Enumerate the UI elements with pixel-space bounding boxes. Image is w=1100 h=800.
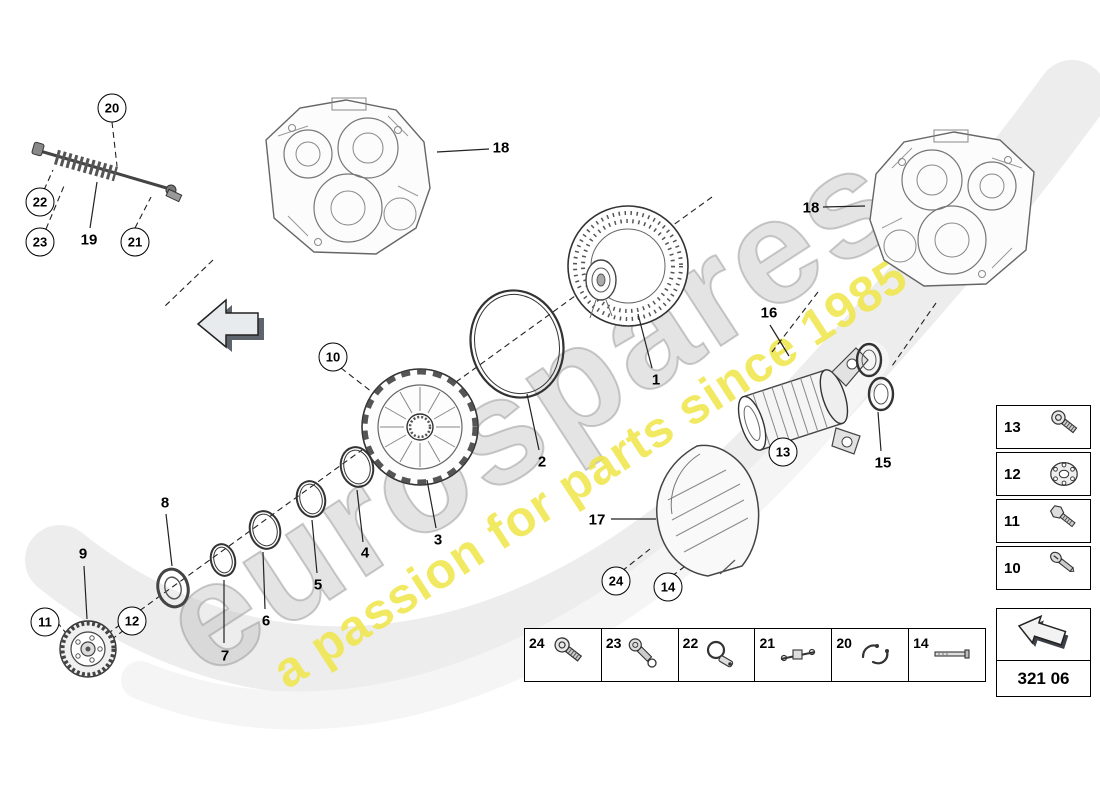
part-thumb-12[interactable]: 12 — [996, 452, 1091, 496]
hex-bolt-icon — [1045, 504, 1083, 538]
part-label-6: 6 — [261, 612, 271, 630]
cover-plate-drawing — [656, 444, 760, 577]
seal-rings-drawing — [855, 342, 895, 412]
legend-item-23[interactable]: 23 — [602, 629, 679, 681]
pressure-plate-drawing — [361, 368, 479, 486]
part-label-5: 5 — [313, 576, 323, 594]
legend-item-24-number: 24 — [529, 635, 545, 651]
diagram-code-box: 321 06 — [996, 660, 1091, 697]
socket-bolt-icon — [1045, 410, 1083, 444]
callout-24: 24 — [601, 566, 631, 596]
linkage-rod-icon — [778, 636, 818, 674]
legend-item-20-number: 20 — [836, 635, 852, 651]
part-thumb-11-number: 11 — [1004, 512, 1020, 530]
part-label-3: 3 — [433, 531, 443, 549]
flange-icon — [1045, 457, 1083, 491]
fasteners-legend: 24 23 22 21 20 14 — [524, 628, 986, 682]
ring-5-drawing — [295, 480, 327, 518]
seal-8-drawing — [156, 567, 190, 609]
bolt-ring-icon — [624, 636, 664, 674]
part-thumb-13-number: 13 — [1004, 418, 1021, 436]
callout-14: 14 — [653, 572, 683, 602]
callout-22: 22 — [25, 187, 55, 217]
gearbox-right-drawing — [869, 129, 1035, 287]
tie-rod-drawing — [31, 141, 183, 203]
callout-13: 13 — [768, 437, 798, 467]
callout-21: 21 — [120, 227, 150, 257]
clamp-icon — [701, 636, 741, 674]
spring-clip-icon — [855, 636, 895, 674]
part-label-19: 19 — [80, 231, 98, 249]
nav-arrow-icon — [1011, 613, 1077, 657]
part-thumb-10-number: 10 — [1004, 559, 1021, 577]
pulley-drawing — [59, 620, 117, 678]
part-label-8: 8 — [160, 494, 170, 512]
legend-item-23-number: 23 — [605, 635, 622, 651]
long-bolt-icon — [932, 636, 972, 674]
part-thumb-11[interactable]: 11 — [996, 499, 1091, 543]
release-sleeve-drawing — [737, 347, 869, 455]
clutch-drum-drawing — [567, 205, 689, 327]
part-label-18-left: 18 — [492, 139, 510, 157]
callout-11: 11 — [30, 607, 60, 637]
nav-arrow-box[interactable] — [996, 608, 1091, 661]
legend-item-21-number: 21 — [759, 635, 776, 651]
part-label-9: 9 — [78, 545, 88, 563]
o-ring-drawing — [469, 289, 565, 399]
legend-item-14[interactable]: 14 — [909, 629, 985, 681]
legend-item-22-number: 22 — [682, 635, 699, 651]
part-thumb-13[interactable]: 13 — [996, 405, 1091, 449]
part-label-1: 1 — [651, 371, 661, 389]
part-label-2: 2 — [537, 453, 547, 471]
part-label-4: 4 — [360, 544, 370, 562]
gearbox-left-drawing — [265, 97, 431, 255]
part-thumb-12-number: 12 — [1004, 465, 1021, 483]
legend-item-21[interactable]: 21 — [755, 629, 833, 681]
direction-arrow-icon — [196, 298, 264, 352]
legend-item-22[interactable]: 22 — [679, 629, 756, 681]
part-label-17: 17 — [588, 511, 606, 529]
diagram-code: 321 06 — [1017, 668, 1070, 688]
ring-7-drawing — [209, 543, 237, 577]
legend-item-24[interactable]: 24 — [525, 629, 602, 681]
part-label-15: 15 — [874, 454, 892, 472]
part-label-16: 16 — [760, 304, 778, 322]
callout-12: 12 — [117, 606, 147, 636]
part-label-18-right: 18 — [802, 199, 820, 217]
screw-icon — [1045, 551, 1083, 585]
solid-leader-lines — [83, 148, 882, 643]
ring-4-drawing — [339, 446, 375, 488]
part-label-7: 7 — [220, 647, 230, 665]
legend-item-14-number: 14 — [913, 635, 929, 651]
callout-23: 23 — [25, 227, 55, 257]
callout-10: 10 — [318, 342, 348, 372]
part-thumb-10[interactable]: 10 — [996, 546, 1091, 590]
ring-6-drawing — [248, 510, 282, 550]
socket-bolt-icon — [548, 636, 588, 674]
legend-item-20[interactable]: 20 — [832, 629, 910, 681]
callout-20: 20 — [97, 93, 127, 123]
